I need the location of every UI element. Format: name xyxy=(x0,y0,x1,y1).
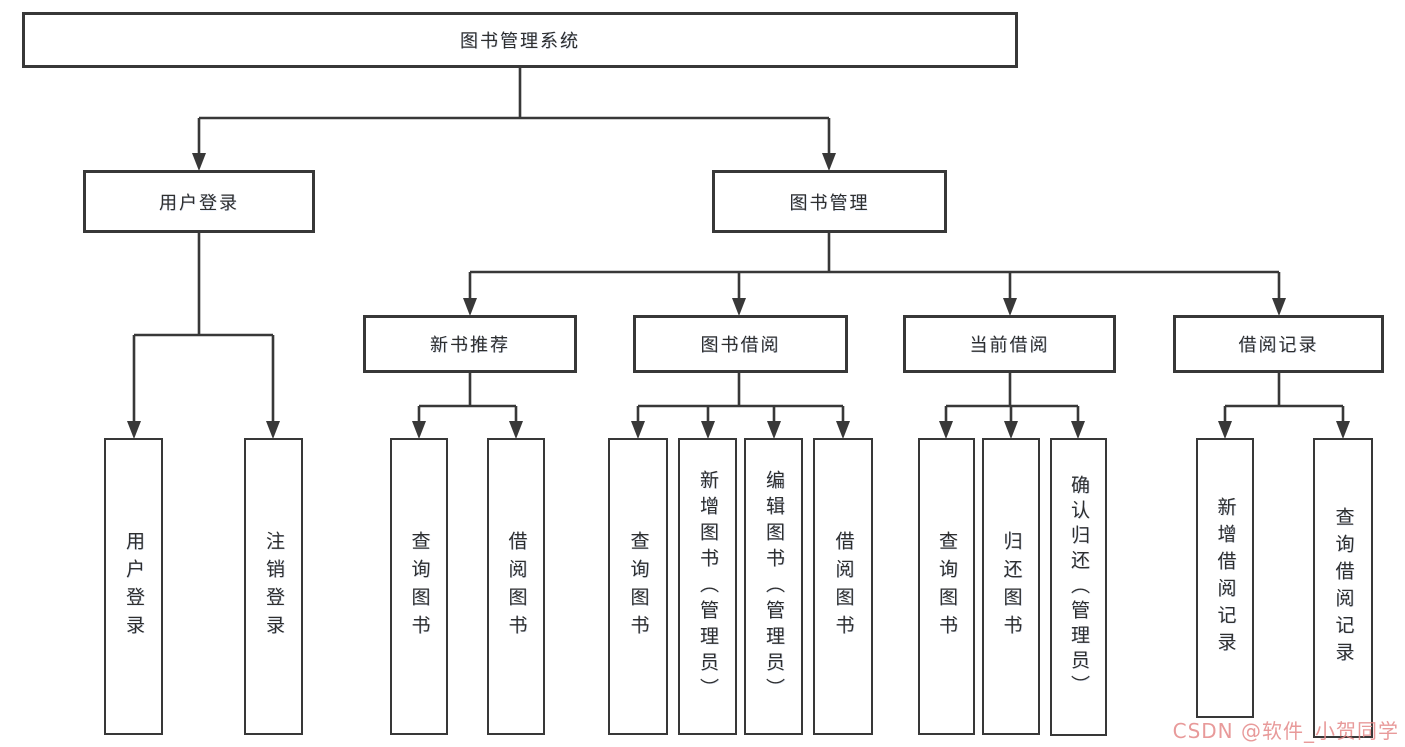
csdn-watermark: CSDN @软件_小贺同学 xyxy=(1172,719,1399,743)
leaf-add-borrow-record: 新增借阅记录 xyxy=(1196,438,1254,718)
leaf-borrow-books-2: 借阅图书 xyxy=(813,438,873,735)
leaf-add-book-admin: 新增图书（管理员） xyxy=(678,438,737,735)
node-book-management: 图书管理 xyxy=(712,170,947,233)
leaf-return-book: 归还图书 xyxy=(982,438,1040,735)
node-label: 当前借阅 xyxy=(969,335,1050,356)
leaf-label: 借阅图书 xyxy=(832,530,855,643)
leaf-borrow-books-1: 借阅图书 xyxy=(487,438,545,735)
leaf-label: 新增借阅记录 xyxy=(1214,497,1237,659)
node-label: 新书推荐 xyxy=(430,335,510,356)
node-user-login: 用户登录 xyxy=(83,170,315,233)
leaf-label: 查询图书 xyxy=(627,530,650,643)
leaf-query-books-1: 查询图书 xyxy=(390,438,448,735)
node-label: 借阅记录 xyxy=(1238,335,1319,356)
leaf-edit-book-admin: 编辑图书（管理员） xyxy=(744,438,803,735)
leaf-logout: 注销登录 xyxy=(244,438,303,735)
leaf-confirm-return-admin: 确认归还（管理员） xyxy=(1050,438,1107,736)
leaf-query-borrow-record: 查询借阅记录 xyxy=(1313,438,1373,738)
leaf-label: 注销登录 xyxy=(263,530,285,643)
leaf-query-books-2: 查询图书 xyxy=(608,438,668,735)
node-borrow-records: 借阅记录 xyxy=(1173,315,1384,373)
node-label: 图书借阅 xyxy=(700,335,781,356)
leaf-label: 查询借阅记录 xyxy=(1332,507,1355,669)
arrowheads xyxy=(127,153,1350,439)
leaf-label: 编辑图书（管理员） xyxy=(763,469,785,704)
node-label: 图书管理 xyxy=(789,192,870,214)
node-root-label: 图书管理系统 xyxy=(460,31,580,52)
leaf-label: 查询图书 xyxy=(936,530,958,643)
leaf-label: 确认归还（管理员） xyxy=(1068,474,1090,700)
node-book-borrow: 图书借阅 xyxy=(633,315,848,373)
node-root: 图书管理系统 xyxy=(22,12,1018,68)
tree-edges xyxy=(132,68,1345,424)
node-current-borrow: 当前借阅 xyxy=(903,315,1116,373)
leaf-label: 新增图书（管理员） xyxy=(697,469,719,704)
leaf-query-books-3: 查询图书 xyxy=(918,438,975,735)
node-label: 用户登录 xyxy=(159,192,239,214)
node-new-book-recommend: 新书推荐 xyxy=(363,315,577,373)
leaf-user-login: 用户登录 xyxy=(104,438,163,735)
leaf-label: 归还图书 xyxy=(1000,530,1023,643)
leaf-label: 用户登录 xyxy=(123,530,145,643)
leaf-label: 借阅图书 xyxy=(505,530,528,643)
leaf-label: 查询图书 xyxy=(408,530,431,643)
